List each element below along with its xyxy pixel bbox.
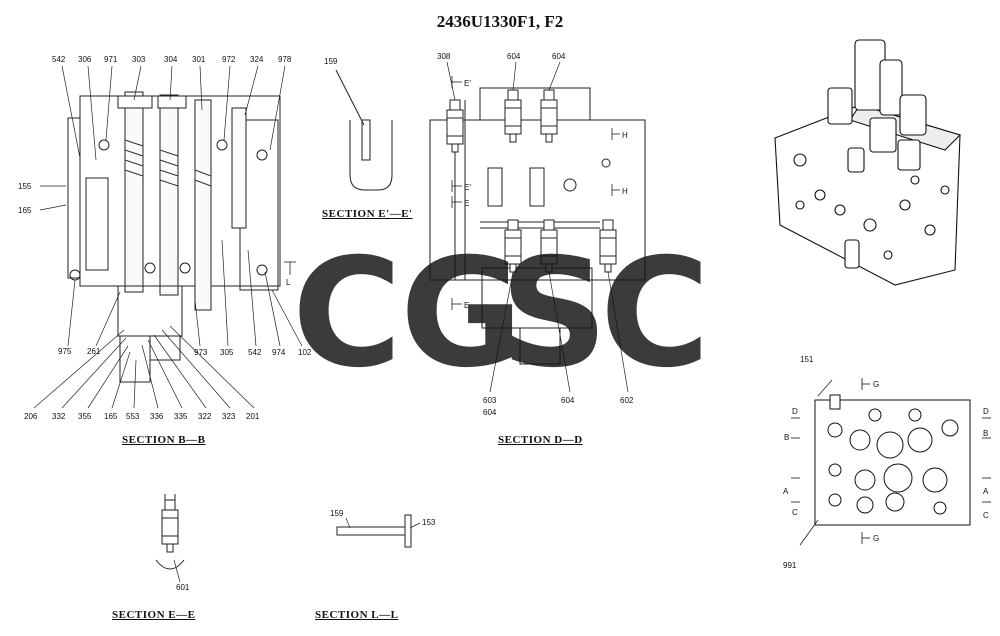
marker-label: B <box>983 429 988 438</box>
marker-label: A <box>783 487 789 496</box>
part-label: 153 <box>422 518 436 527</box>
section-l-marker <box>284 261 296 275</box>
watermark-letter: C <box>600 227 710 401</box>
part-label: 974 <box>272 348 286 357</box>
marker-label: A <box>983 487 989 496</box>
section-ll-caption: SECTION L—L <box>315 609 399 621</box>
section-ll-drawing <box>336 514 421 548</box>
section-e-markers <box>451 76 462 310</box>
part-label: 308 <box>437 52 451 61</box>
part-label: 542 <box>52 55 66 64</box>
part-label: 322 <box>198 412 212 421</box>
marker-label: D <box>983 407 989 416</box>
part-label: 604 <box>507 52 521 61</box>
section-bb-bottom-labels: 206 332 355 165 553 336 335 322 323 201 <box>24 412 260 421</box>
section-ee-caption: SECTION E—E <box>112 609 196 621</box>
part-label: 304 <box>164 55 178 64</box>
marker-label: G <box>873 534 879 543</box>
section-ee-prime-drawing <box>335 69 393 191</box>
cgsc-watermark: C G S C <box>292 227 710 401</box>
marker-label: E′ <box>464 183 471 192</box>
part-label: 991 <box>783 561 797 570</box>
marker-label: C <box>792 508 798 517</box>
part-label: 604 <box>552 52 566 61</box>
part-label: 301 <box>192 55 206 64</box>
part-label: 332 <box>52 412 66 421</box>
part-label: 305 <box>220 348 234 357</box>
watermark-letter: S <box>500 227 608 401</box>
section-bb-right-callouts <box>95 239 303 347</box>
part-label: 978 <box>278 55 292 64</box>
part-label: 165 <box>18 206 32 215</box>
marker-label: E′ <box>464 79 471 88</box>
marker-label: G <box>873 380 879 389</box>
part-label: 261 <box>87 347 101 356</box>
valve-plan-view <box>799 379 971 546</box>
part-label: 601 <box>176 583 190 592</box>
part-label: 306 <box>78 55 92 64</box>
marker-label: B <box>784 433 789 442</box>
marker-label: C <box>983 511 989 520</box>
section-bb-left-callouts <box>39 185 76 347</box>
section-h-markers <box>611 128 620 196</box>
part-label: 303 <box>132 55 146 64</box>
marker-label: E <box>464 199 469 208</box>
part-label: 335 <box>174 412 188 421</box>
section-dd-callouts <box>446 61 629 393</box>
part-label: 604 <box>483 408 497 417</box>
marker-label: D <box>792 407 798 416</box>
section-bb-caption: SECTION B—B <box>122 434 206 446</box>
part-label: 155 <box>18 182 32 191</box>
part-label: 975 <box>58 347 72 356</box>
part-label: 206 <box>24 412 38 421</box>
marker-label: H <box>622 131 628 140</box>
part-label: 971 <box>104 55 118 64</box>
marker-label: E <box>464 301 469 310</box>
watermark-letter: C <box>292 227 402 401</box>
part-label: 602 <box>620 396 634 405</box>
part-label: 973 <box>194 348 208 357</box>
part-label: 336 <box>150 412 164 421</box>
part-label: 102 <box>298 348 312 357</box>
part-label: 151 <box>800 355 814 364</box>
part-label: 355 <box>78 412 92 421</box>
section-bb-bottom-callouts <box>33 325 255 409</box>
plan-view-markers <box>791 378 991 544</box>
part-label: 201 <box>246 412 260 421</box>
section-ee-drawing <box>155 494 185 583</box>
drawing-title: 2436U1330F1, F2 <box>436 12 564 31</box>
part-label: 165 <box>104 412 118 421</box>
valve-isometric-view <box>774 39 962 286</box>
part-label: 972 <box>222 55 236 64</box>
section-dd-caption: SECTION D—D <box>498 434 583 446</box>
part-label: 542 <box>248 348 262 357</box>
section-ee-prime-caption: SECTION E′—E′ <box>322 208 413 220</box>
section-bb-top-callouts <box>61 65 286 161</box>
part-label: 159 <box>330 509 344 518</box>
section-bb-drawing <box>67 91 281 383</box>
part-label: 604 <box>561 396 575 405</box>
marker-label: H <box>622 187 628 196</box>
marker-label: L <box>286 278 291 287</box>
section-bb-top-labels: 542 306 971 303 304 301 972 324 978 <box>52 55 292 64</box>
watermark-letter: G <box>400 227 523 401</box>
part-label: 553 <box>126 412 140 421</box>
part-label: 323 <box>222 412 236 421</box>
part-label: 324 <box>250 55 264 64</box>
part-label: 159 <box>324 57 338 66</box>
part-label: 603 <box>483 396 497 405</box>
